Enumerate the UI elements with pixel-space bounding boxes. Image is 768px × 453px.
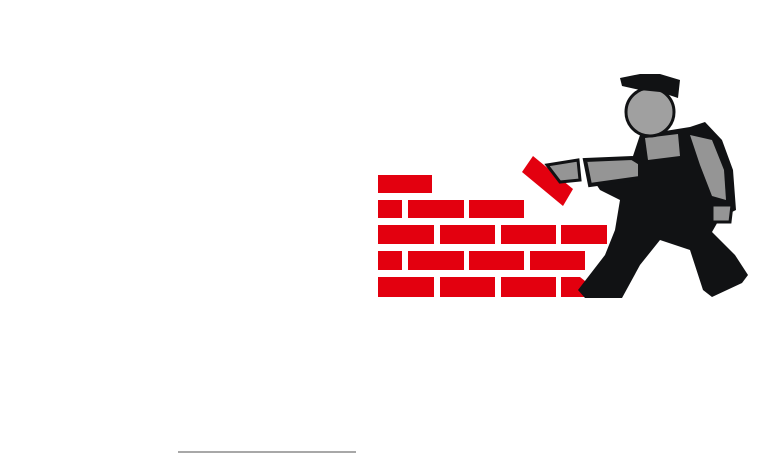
shirt-chest (645, 134, 680, 160)
brick (501, 277, 556, 297)
hand (544, 158, 582, 184)
brick (530, 251, 585, 270)
brick (378, 200, 402, 218)
brick (378, 175, 432, 193)
back-arm (690, 135, 726, 200)
brick (378, 277, 434, 297)
brick (501, 225, 556, 244)
brick (469, 200, 524, 218)
brick (378, 225, 434, 244)
brick-wall (378, 156, 607, 297)
head (624, 86, 676, 138)
cap-icon (620, 74, 680, 98)
brick (561, 225, 607, 244)
held-brick (522, 156, 573, 206)
brick (440, 277, 495, 297)
bottom-divider (178, 451, 356, 453)
brick (408, 200, 464, 218)
brick (408, 251, 464, 270)
trowel-hand (710, 203, 734, 224)
brick (440, 225, 495, 244)
bricklayer (544, 74, 748, 298)
arm (582, 155, 642, 188)
brick (378, 251, 402, 270)
brick (469, 251, 524, 270)
